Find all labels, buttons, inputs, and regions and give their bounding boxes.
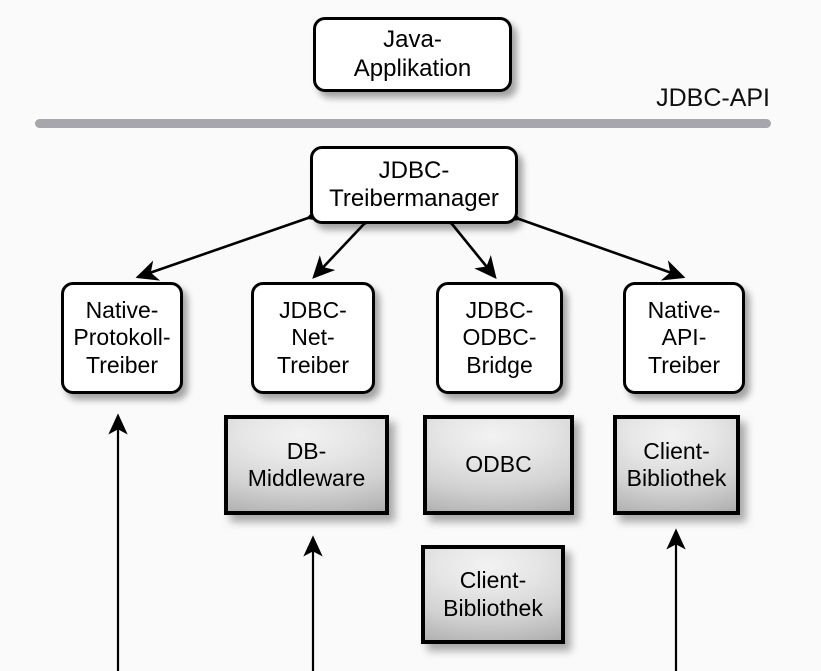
node-native-protocol-driver-line2: Protokoll- — [73, 324, 171, 351]
node-jdbc-driver-manager[interactable]: JDBC- Treibermanager — [310, 146, 518, 224]
arrow-manager-native-protocol — [135, 201, 331, 281]
box-client-library-middle-line2: Bibliothek — [443, 594, 543, 621]
box-db-middleware-line2: Middleware — [247, 465, 366, 491]
jdbc-api-separator-bar — [35, 119, 771, 128]
node-native-protocol-driver-line3: Treiber — [86, 351, 158, 378]
node-java-application[interactable]: Java- Applikation — [313, 17, 512, 92]
node-jdbc-net-driver[interactable]: JDBC- Net- Treiber — [251, 282, 375, 394]
node-native-api-driver-line2: API- — [661, 324, 707, 351]
box-odbc[interactable]: ODBC — [423, 415, 574, 515]
node-native-protocol-driver[interactable]: Native- Protokoll- Treiber — [61, 282, 183, 394]
node-native-protocol-driver-line1: Native- — [85, 297, 159, 324]
node-native-api-driver-line1: Native- — [647, 297, 721, 324]
node-jdbc-odbc-bridge-line2: ODBC- — [462, 324, 537, 351]
box-client-library-right[interactable]: Client- Bibliothek — [613, 415, 740, 515]
box-db-middleware[interactable]: DB- Middleware — [224, 415, 389, 515]
node-jdbc-net-driver-line1: JDBC- — [279, 297, 347, 324]
arrow-manager-jdbc-odbc-bridge — [431, 201, 497, 280]
node-jdbc-odbc-bridge-line1: JDBC- — [465, 297, 534, 324]
jdbc-api-label: JDBC-API — [656, 84, 770, 112]
arrow-manager-jdbc-net — [312, 202, 386, 279]
node-native-api-driver[interactable]: Native- API- Treiber — [623, 282, 745, 394]
box-odbc-line1: ODBC — [465, 451, 532, 478]
node-jdbc-driver-manager-line2: Treibermanager — [329, 185, 499, 212]
node-java-application-line1: Java- — [383, 26, 442, 54]
node-jdbc-odbc-bridge[interactable]: JDBC- ODBC- Bridge — [436, 282, 563, 394]
arrow-manager-native-api — [496, 202, 686, 281]
node-jdbc-driver-manager-line1: JDBC- — [378, 156, 450, 184]
box-db-middleware-line1: DB- — [286, 437, 327, 464]
node-jdbc-net-driver-line3: Treiber — [277, 351, 349, 378]
box-client-library-middle[interactable]: Client- Bibliothek — [421, 545, 565, 644]
box-client-library-right-line2: Bibliothek — [626, 465, 727, 491]
node-jdbc-odbc-bridge-line3: Bridge — [466, 351, 533, 378]
node-jdbc-net-driver-line2: Net- — [291, 324, 335, 351]
box-client-library-right-line1: Client- — [643, 437, 710, 464]
node-native-api-driver-line3: Treiber — [648, 351, 720, 378]
box-client-library-middle-line1: Client- — [459, 567, 527, 594]
node-java-application-line2: Applikation — [353, 54, 472, 82]
